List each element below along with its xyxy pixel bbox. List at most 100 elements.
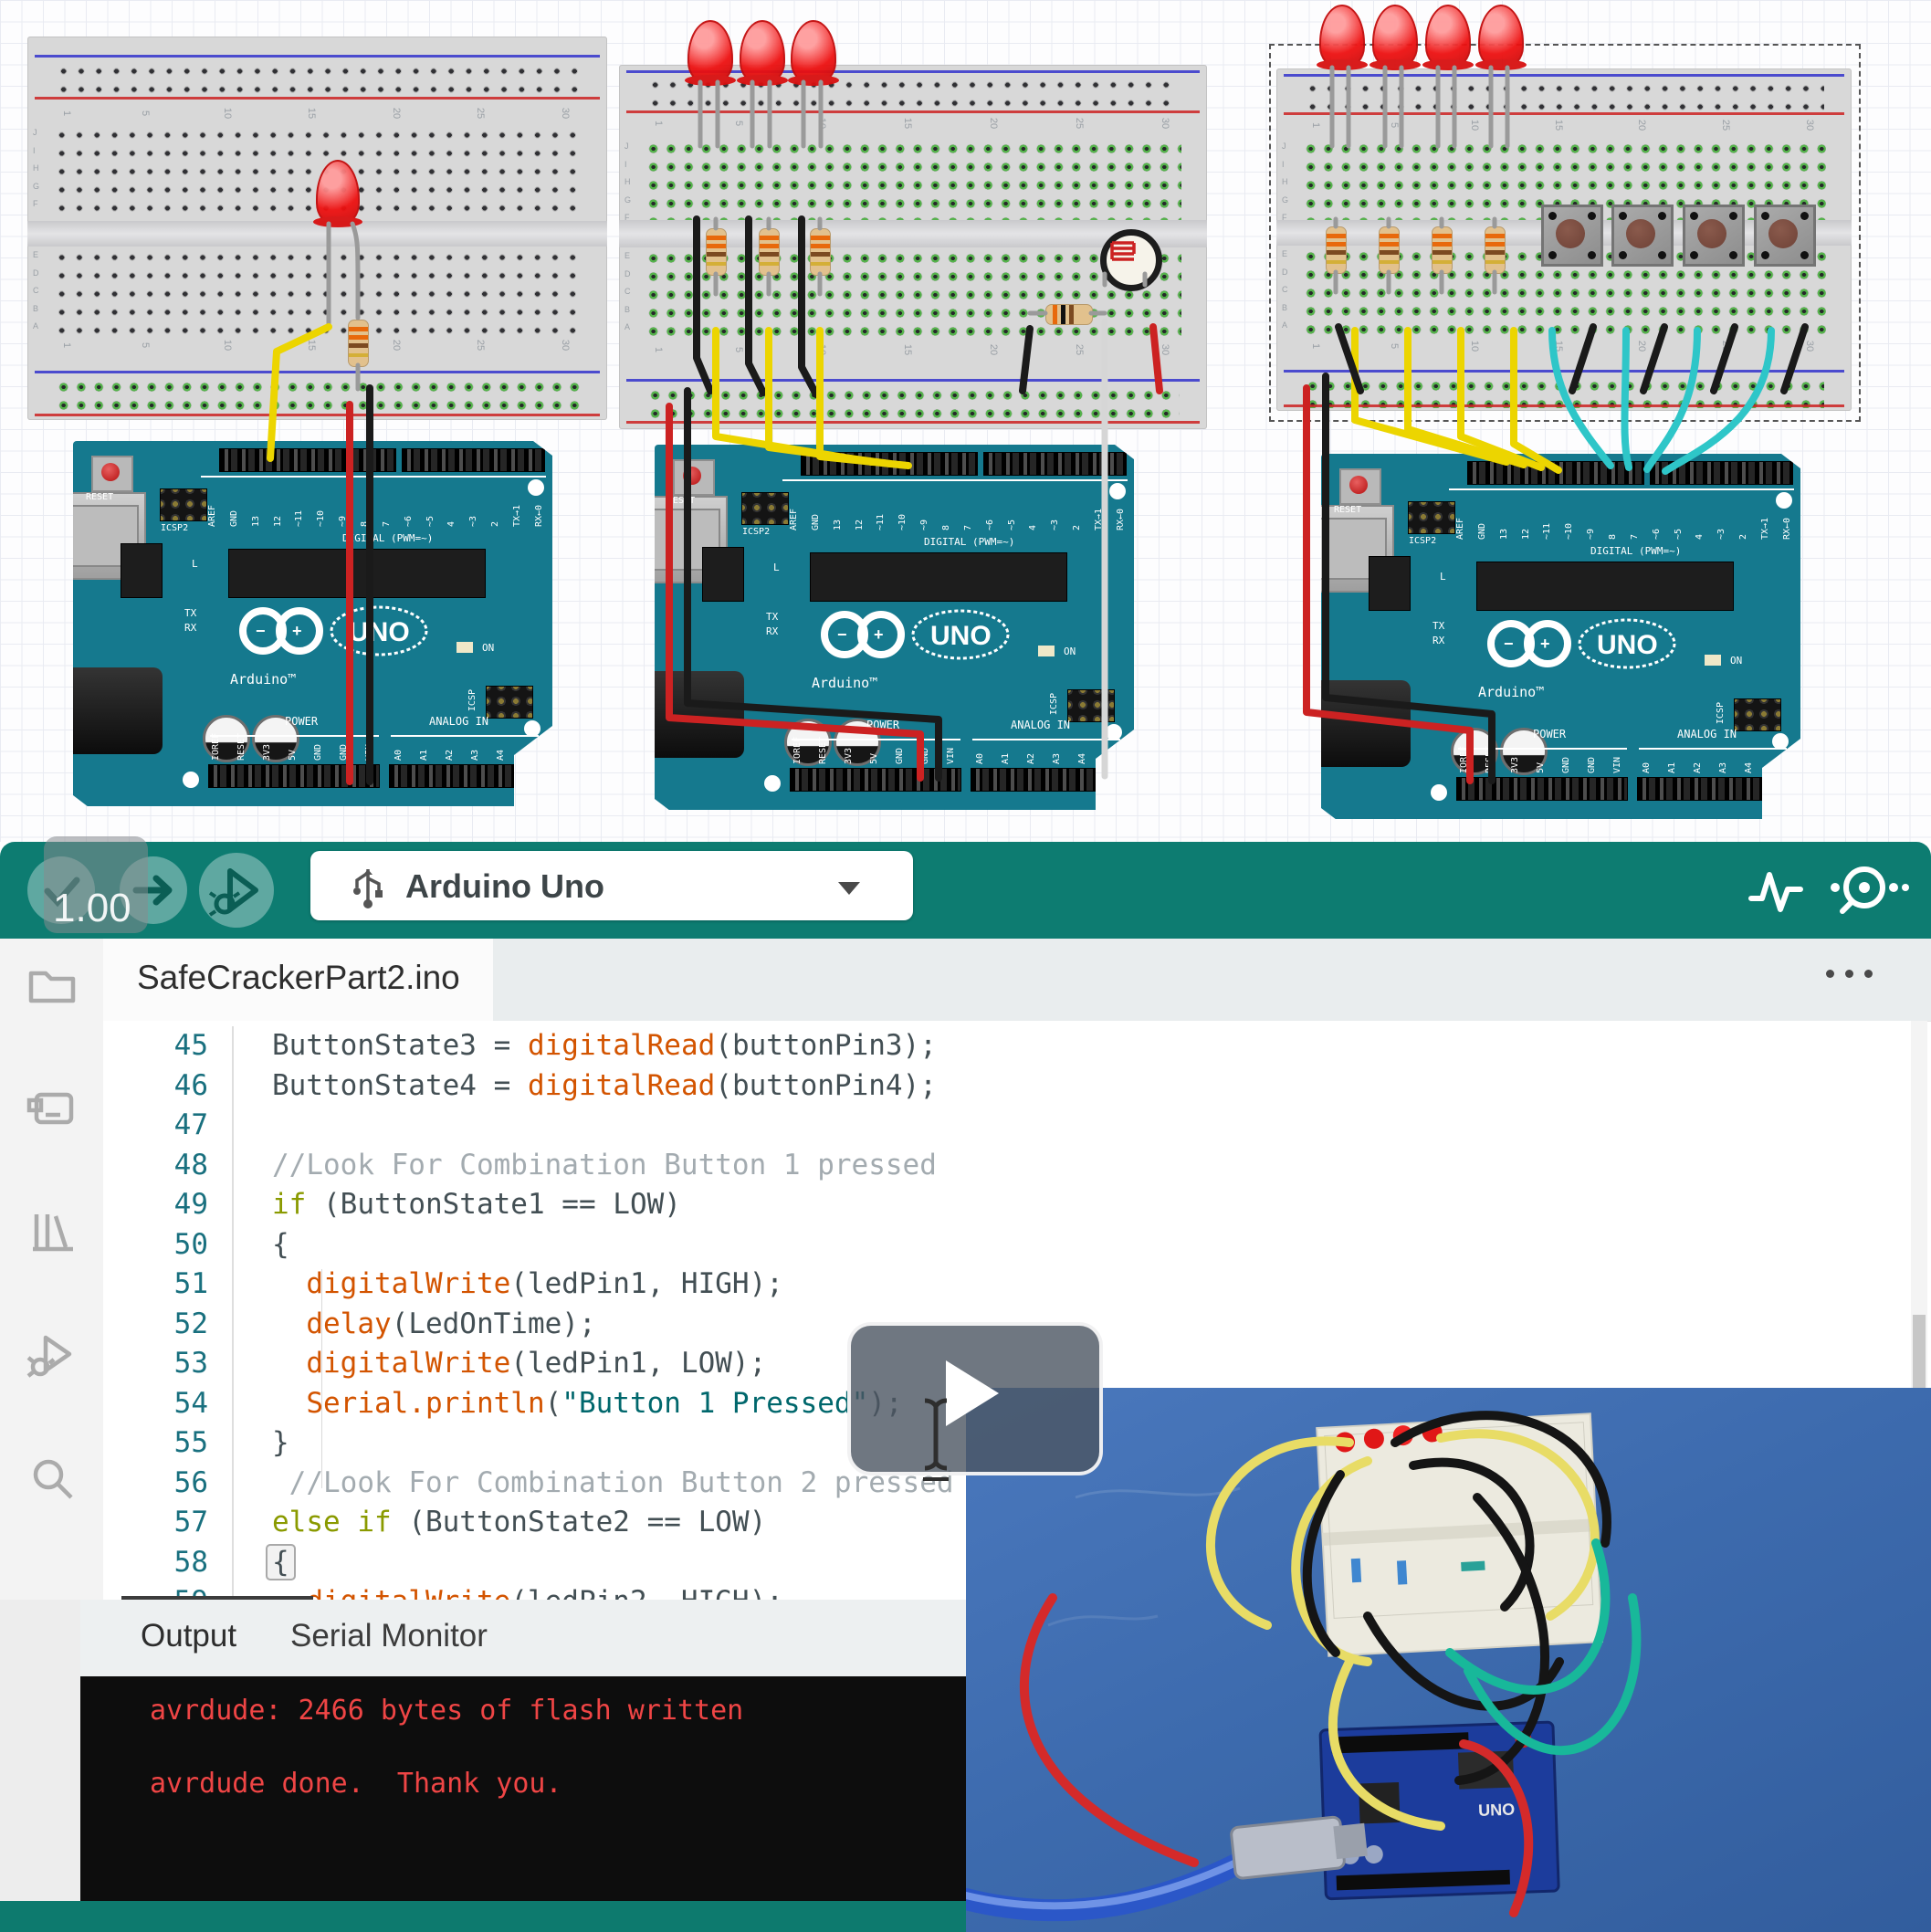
code-line-53[interactable]: 53 digitalWrite(ledPin1, LOW); (103, 1344, 1913, 1384)
brand-label: Arduino™ (230, 671, 297, 688)
sidebar-item-search[interactable] (26, 1452, 79, 1505)
bug-play-icon (208, 868, 258, 917)
line-number: 52 (173, 1307, 208, 1340)
rx-label: RX (766, 625, 779, 637)
debug-button[interactable] (199, 853, 274, 928)
serial-monitor-button[interactable] (1826, 858, 1910, 922)
code-line-50[interactable]: 50{ (103, 1224, 1913, 1265)
code-line-52[interactable]: 52 delay(LedOnTime); (103, 1304, 1913, 1344)
push-button[interactable] (1611, 205, 1674, 267)
led-red[interactable] (685, 20, 736, 86)
svg-text:UNO: UNO (1478, 1801, 1516, 1820)
tx-label: TX (1433, 620, 1445, 632)
led-red[interactable] (1475, 5, 1527, 70)
tx-label: TX (184, 607, 197, 619)
icsp2-label: ICSP2 (1409, 536, 1437, 546)
on-label: ON (1730, 655, 1743, 667)
code-line-47[interactable]: 47 (103, 1106, 1913, 1146)
voltage-regulator (702, 547, 744, 602)
push-button[interactable] (1683, 205, 1745, 267)
svg-text:UNO: UNO (349, 617, 410, 647)
microcontroller-chip (810, 552, 1067, 602)
icsp-header (486, 686, 533, 719)
code-line-48[interactable]: 48//Look For Combination Button 1 presse… (103, 1145, 1913, 1185)
debug-icon (26, 1335, 72, 1378)
led-red[interactable] (737, 20, 788, 86)
analog-label: ANALOG IN (1677, 728, 1737, 740)
photoresistor[interactable] (1100, 229, 1162, 291)
reset-button[interactable] (1339, 468, 1381, 505)
line-number: 49 (173, 1188, 208, 1221)
video-play-button[interactable] (847, 1322, 1103, 1475)
panel-drag-handle[interactable] (121, 1596, 313, 1602)
serial-plotter-button[interactable] (1744, 862, 1808, 919)
sidebar-item-library-manager[interactable] (26, 1205, 79, 1258)
code-line-55[interactable]: 55} (103, 1423, 1913, 1464)
icsp2-label: ICSP2 (742, 527, 771, 537)
sidebar-item-debug[interactable] (26, 1328, 79, 1381)
led-red[interactable] (1422, 5, 1474, 70)
tab-serial-monitor[interactable]: Serial Monitor (290, 1618, 488, 1654)
usb-icon (353, 869, 383, 908)
reset-button[interactable] (91, 456, 133, 492)
chevron-down-icon (838, 882, 860, 895)
on-label: ON (1064, 646, 1076, 657)
svg-text:+: + (874, 625, 884, 644)
led-red[interactable] (1370, 5, 1421, 70)
editor-scrollbar[interactable] (1911, 1021, 1927, 1388)
voltage-regulator (121, 543, 163, 598)
on-label: ON (482, 642, 495, 654)
serial-monitor-icon (1831, 866, 1909, 914)
power-label: POWER (1533, 728, 1567, 740)
scrollbar-thumb[interactable] (1913, 1315, 1926, 1388)
svg-text:UNO: UNO (930, 621, 992, 651)
line-number: 45 (173, 1029, 208, 1062)
output-tabs: Output Serial Monitor (80, 1600, 966, 1676)
code-line-58[interactable]: 58{ (103, 1542, 1913, 1582)
on-led (1705, 655, 1721, 666)
power-pins (1456, 777, 1628, 801)
mounting-hole (524, 720, 540, 737)
sidebar-item-boards-manager[interactable] (26, 1082, 79, 1135)
brand-label: Arduino™ (812, 675, 878, 691)
push-button[interactable] (1541, 205, 1603, 267)
led-red[interactable] (788, 20, 839, 86)
led-l-label: L (1440, 571, 1446, 583)
svg-text:−: − (837, 625, 847, 644)
microcontroller-chip (228, 549, 486, 598)
svg-text:−: − (256, 622, 266, 640)
circuit-wires (267, 65, 1809, 785)
indent-guide (321, 1269, 322, 1488)
led-red[interactable] (313, 160, 362, 227)
board-selector[interactable]: Arduino Uno (310, 851, 913, 920)
line-number: 55 (173, 1426, 208, 1459)
code-line-56[interactable]: 56 //Look For Combination Button 2 press… (103, 1463, 1913, 1503)
code-line-51[interactable]: 51 digitalWrite(ledPin1, HIGH); (103, 1265, 1913, 1305)
more-menu-button[interactable] (1826, 966, 1890, 984)
tab-output[interactable]: Output (141, 1618, 237, 1654)
board-name: Arduino Uno (405, 867, 604, 905)
push-button[interactable] (1754, 205, 1816, 267)
mounting-hole (528, 479, 544, 496)
code-line-54[interactable]: 54 Serial.println("Button 1 Pressed"); (103, 1383, 1913, 1423)
svg-text:+: + (1540, 635, 1550, 653)
project-video-inset[interactable]: UNO (966, 1388, 1931, 1932)
svg-text:UNO: UNO (1597, 630, 1658, 660)
sketch-filename[interactable]: SafeCrackerPart2.ino (137, 959, 460, 996)
capacitor (1500, 728, 1548, 775)
led-red[interactable] (1317, 5, 1368, 70)
icsp-header (1734, 698, 1781, 731)
sidebar-item-sketchbook[interactable] (26, 959, 79, 1012)
